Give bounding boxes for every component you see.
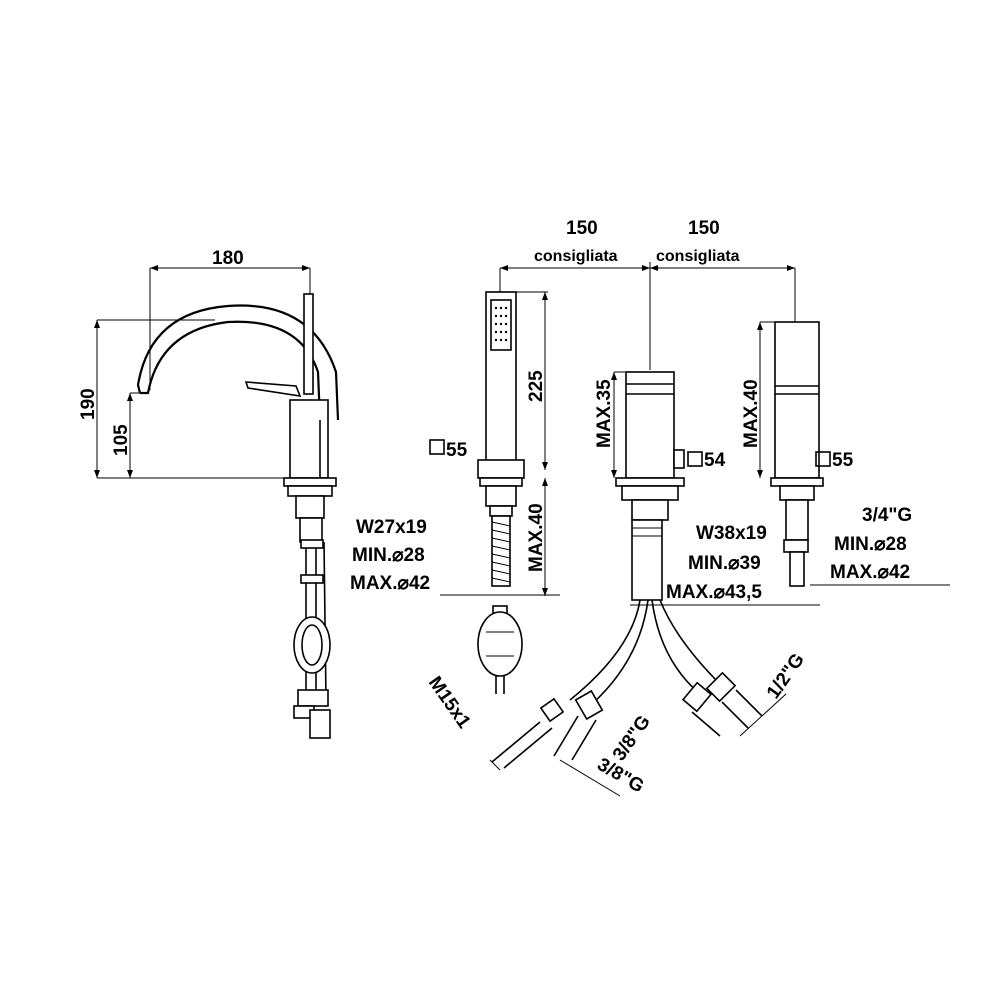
spec-right-line2: MIN.⌀28 [834, 534, 907, 555]
square-section-icon [815, 451, 831, 467]
spec-center-line2: MIN.⌀39 [688, 553, 761, 574]
spout-mixer-side-view [94, 265, 340, 739]
dim-spout-reach: 180 [212, 248, 244, 269]
dim-square-center: 54 [704, 450, 726, 471]
dim-right-max: MAX.40 [741, 379, 762, 448]
dim-center-max: MAX.35 [594, 379, 615, 448]
spec-left-line1: W27x19 [356, 517, 427, 538]
dim-square-left: 55 [446, 440, 468, 461]
right-valve-view [757, 321, 824, 587]
spec-center-line1: W38x19 [696, 523, 767, 544]
spec-left-line3: MAX.⌀42 [350, 573, 430, 594]
dim-deck-max-left: MAX.40 [526, 503, 547, 572]
spec-right-line3: MAX.⌀42 [830, 562, 910, 583]
recommended-left: consigliata [534, 248, 618, 265]
spec-right-line1: 3/4"G [862, 505, 912, 526]
dim-spacing-left: 150 [566, 218, 598, 239]
conn-inlet-a: 3/8"G [609, 712, 655, 765]
dim-handshower-length: 225 [526, 370, 547, 402]
square-section-icon [429, 439, 445, 455]
dim-total-height: 190 [78, 388, 99, 420]
square-section-icon [687, 451, 703, 467]
spec-center-line3: MAX.⌀43,5 [666, 582, 762, 603]
dim-spacing-right: 150 [688, 218, 720, 239]
dim-spout-height: 105 [111, 424, 132, 456]
recommended-right: consigliata [656, 248, 740, 265]
conn-inlet-c: 1/2"G [763, 650, 809, 703]
handshower-side-view [477, 265, 650, 694]
conn-hose: M15x1 [424, 673, 475, 733]
center-mixer-view [491, 262, 796, 769]
spray-holes-icon [494, 306, 508, 342]
spec-left-line2: MIN.⌀28 [352, 545, 425, 566]
dim-square-right: 55 [832, 450, 854, 471]
